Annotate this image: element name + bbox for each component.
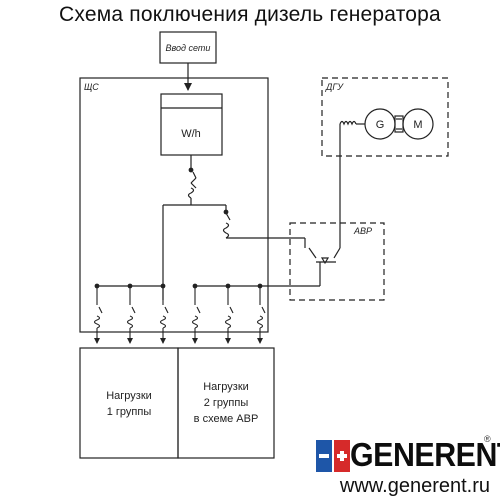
load-group-1-line-1: Нагрузки: [106, 390, 152, 402]
ats-label: АВР: [353, 226, 372, 236]
load-group-1-line-2: 1 группы: [107, 406, 152, 418]
group1-breakers: [93, 286, 169, 344]
switchboard-panel: [79, 77, 269, 333]
load-group-2-line-1: Нагрузки: [203, 381, 249, 393]
load-group-2-line-2: 2 группы: [204, 397, 249, 409]
load-group-1-box: [79, 347, 179, 459]
meter-box: [160, 93, 223, 156]
grid-input-label: Ввод сети: [166, 43, 211, 53]
meter-label: W/h: [181, 128, 201, 140]
motor-label: M: [413, 119, 422, 131]
generator-label: G: [376, 119, 385, 131]
generent-logo-icon: [316, 440, 350, 472]
ats-box: [289, 222, 385, 301]
main-breaker: [187, 171, 197, 205]
junction-dots: [94, 167, 263, 289]
generator-set-box: [321, 77, 449, 157]
panel-label: ЩС: [84, 82, 99, 92]
group2-breakers: [191, 286, 266, 344]
load-group-2-box: [177, 347, 275, 459]
registered-mark: ®: [484, 434, 491, 444]
site-url[interactable]: www.generent.ru: [339, 475, 490, 497]
logo-wordmark: GENERENT: [350, 436, 500, 473]
ats-feed-breaker: [222, 212, 305, 239]
generator-group-label: ДГУ: [325, 82, 344, 92]
load-group-2-line-3: в схеме АВР: [194, 413, 259, 425]
generator-breaker: [339, 120, 365, 238]
page-title: Схема поключения дизель генератора: [59, 3, 441, 26]
